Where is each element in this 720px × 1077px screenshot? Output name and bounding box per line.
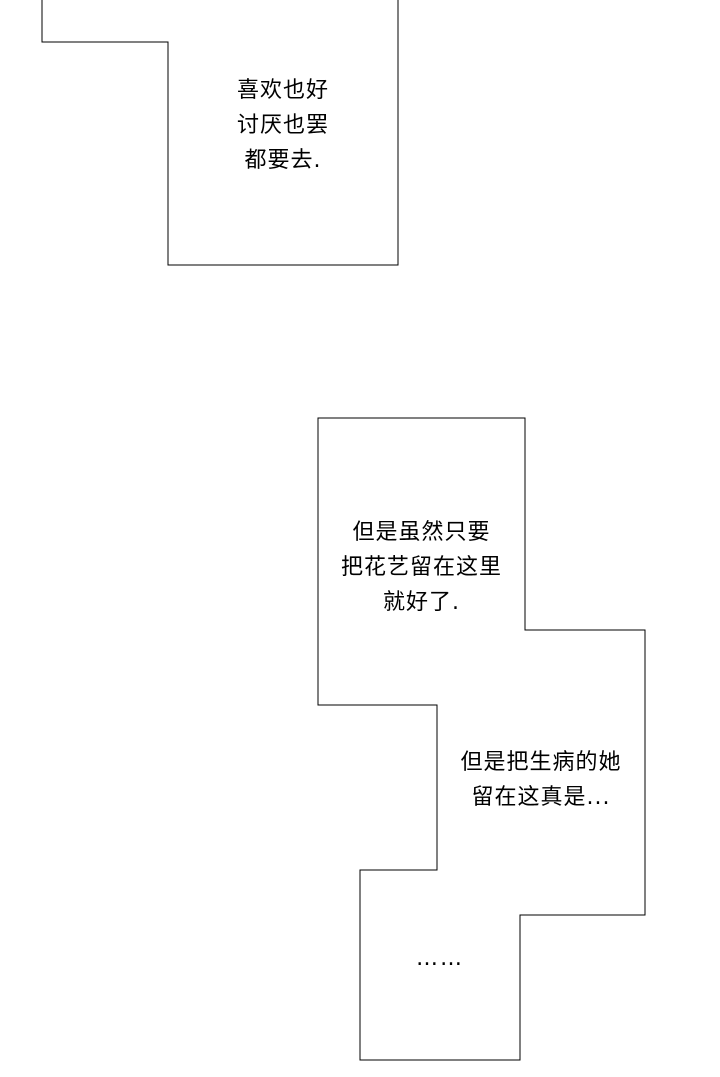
speech-line: 把花艺留在这里 [340,555,502,580]
speech-line: 讨厌也罢 [236,113,329,138]
bubble-main-outline [317,417,646,1061]
speech-line: 就好了. [383,590,460,615]
speech-text-right: 但是把生病的她 留在这真是... [437,745,645,815]
speech-text-middle: 但是虽然只要 把花艺留在这里 就好了. [318,515,525,620]
bubble-top-outline [41,0,399,266]
speech-line: 喜欢也好 [236,78,329,103]
speech-text-top: 喜欢也好 讨厌也罢 都要去. [168,73,398,178]
speech-text-bottom: …… [360,941,520,976]
speech-line: …… [416,946,464,971]
speech-line: 但是把生病的她 [460,750,622,775]
speech-line: 留在这真是... [471,785,611,810]
speech-line: 都要去. [244,148,322,173]
speech-line: 但是虽然只要 [352,520,491,545]
